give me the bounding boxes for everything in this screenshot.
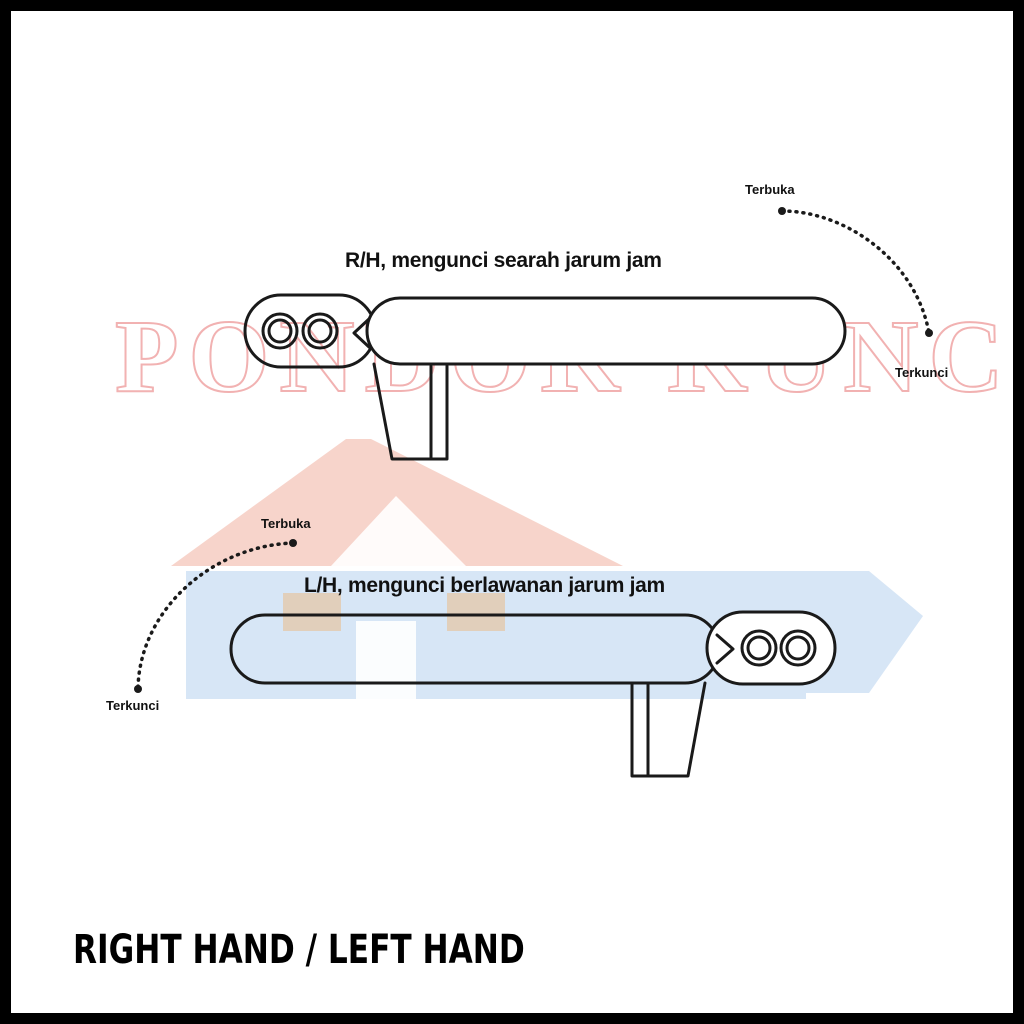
rh-screw-hole-2: [301, 312, 339, 350]
watermark-door-gap: [356, 621, 416, 699]
rh-screw-hole-1: [261, 312, 299, 350]
lh-caption: L/H, mengunci berlawanan jarum jam: [304, 574, 665, 597]
lh-spindle: [630, 681, 707, 778]
watermark-window-right: [447, 593, 505, 631]
rh-handle: [243, 293, 847, 461]
lh-open-label: Terbuka: [261, 516, 311, 531]
lh-handle: [229, 610, 837, 778]
rh-open-label: Terbuka: [745, 182, 795, 197]
rh-caption: R/H, mengunci searah jarum jam: [345, 249, 662, 272]
rh-handle-lever: [365, 296, 847, 366]
rh-locked-dot: [925, 329, 933, 337]
lh-locked-label: Terkunci: [106, 698, 160, 713]
rh-spindle: [372, 362, 449, 461]
rh-screw-hole-1-inner: [267, 318, 293, 344]
lh-pivot-notch: [715, 633, 735, 665]
rh-locked-label: Terkunci: [895, 365, 949, 380]
footer-title: RIGHT HAND / LEFT HAND: [73, 927, 525, 973]
lh-handle-lever: [229, 613, 721, 685]
lh-screw-hole-2-inner: [785, 635, 811, 661]
rh-screw-hole-2-inner: [307, 318, 333, 344]
watermark-roof-inner: [331, 496, 466, 566]
rh-open-dot: [778, 207, 786, 215]
watermark-logo: [171, 439, 923, 699]
lh-screw-hole-2: [779, 629, 817, 667]
lh-open-dot: [289, 539, 297, 547]
lh-rotation-path: [136, 541, 295, 691]
lh-locked-dot: [134, 685, 142, 693]
handle-diagram: [134, 207, 933, 778]
watermark-window-left: [283, 593, 341, 631]
rh-pivot-notch: [352, 317, 371, 349]
lh-screw-hole-1-inner: [746, 635, 772, 661]
rh-rotation-path: [780, 209, 931, 335]
lh-screw-hole-1: [740, 629, 778, 667]
watermark-arrow: [806, 571, 923, 693]
